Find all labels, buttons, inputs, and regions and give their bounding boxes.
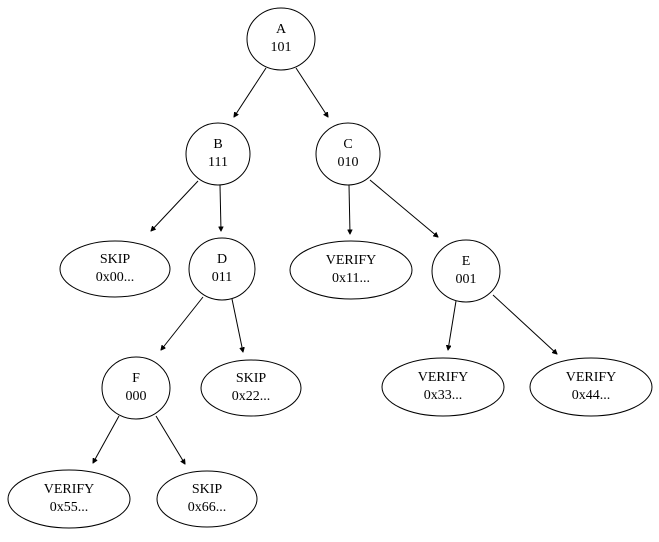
node-label-secondary: 0x66...: [188, 500, 227, 515]
node-label-primary: C: [343, 137, 352, 152]
node-shape-ellipse: [289, 240, 413, 300]
node-label-primary: VERIFY: [44, 482, 95, 497]
node-label-secondary: 0x33...: [424, 388, 463, 403]
node-label-primary: SKIP: [192, 482, 223, 497]
node-label-primary: E: [462, 254, 471, 269]
node-c[interactable]: C 010: [315, 122, 381, 186]
node-shape-ellipse: [156, 470, 258, 528]
edge-e-to-verify44: [492, 294, 557, 354]
node-shape-ellipse: [7, 469, 131, 529]
node-label-secondary: 0x00...: [96, 270, 135, 285]
node-a[interactable]: A 101: [246, 7, 316, 71]
node-shape-ellipse: [59, 240, 171, 298]
node-label-primary: A: [276, 22, 287, 37]
node-label-primary: SKIP: [236, 371, 267, 386]
edge-d-to-skip22: [231, 298, 243, 352]
node-label-primary: VERIFY: [326, 253, 377, 268]
node-label-primary: SKIP: [100, 252, 131, 267]
node-label-secondary: 000: [126, 389, 147, 404]
node-f[interactable]: F 000: [101, 356, 171, 420]
edge-b-to-skip00: [151, 180, 199, 231]
node-label-primary: VERIFY: [418, 370, 469, 385]
node-b[interactable]: B 111: [185, 122, 251, 186]
node-shape-circle: [315, 122, 381, 186]
node-shape-circle: [101, 356, 171, 420]
node-label-primary: B: [213, 137, 222, 152]
node-label-primary: D: [217, 252, 227, 267]
node-shape-circle: [246, 7, 316, 71]
edge-c-to-verify11: [349, 184, 350, 234]
node-shape-circle: [431, 239, 501, 303]
edge-d-to-f: [161, 296, 204, 350]
node-label-secondary: 0x11...: [332, 271, 370, 286]
edge-f-to-verify55: [93, 415, 120, 463]
edges-layer: [93, 67, 557, 464]
node-label-primary: F: [132, 371, 140, 386]
edge-a-to-b: [234, 67, 267, 117]
node-label-secondary: 0x22...: [232, 389, 271, 404]
node-shape-circle: [188, 237, 256, 301]
node-verify55[interactable]: VERIFY 0x55...: [7, 469, 131, 529]
node-e[interactable]: E 001: [431, 239, 501, 303]
node-label-secondary: 101: [271, 40, 292, 55]
node-label-secondary: 011: [212, 270, 232, 285]
node-label-secondary: 111: [208, 155, 228, 170]
node-shape-ellipse: [200, 359, 302, 417]
node-shape-circle: [185, 122, 251, 186]
node-label-secondary: 0x55...: [50, 500, 89, 515]
node-verify44[interactable]: VERIFY 0x44...: [529, 357, 653, 417]
node-label-primary: VERIFY: [566, 370, 617, 385]
node-skip22[interactable]: SKIP 0x22...: [200, 359, 302, 417]
node-label-secondary: 010: [338, 155, 359, 170]
edge-c-to-e: [369, 179, 438, 237]
edge-a-to-c: [295, 67, 328, 117]
edge-b-to-d: [220, 184, 221, 231]
node-label-secondary: 001: [456, 272, 477, 287]
node-label-secondary: 0x44...: [572, 388, 611, 403]
node-verify33[interactable]: VERIFY 0x33...: [381, 357, 505, 417]
node-shape-ellipse: [381, 357, 505, 417]
edge-f-to-skip66: [155, 415, 185, 464]
node-skip66[interactable]: SKIP 0x66...: [156, 470, 258, 528]
edge-e-to-verify33: [448, 300, 457, 350]
node-verify11[interactable]: VERIFY 0x11...: [289, 240, 413, 300]
node-d[interactable]: D 011: [188, 237, 256, 301]
node-skip00[interactable]: SKIP 0x00...: [59, 240, 171, 298]
node-shape-ellipse: [529, 357, 653, 417]
nodes-layer: A101B111C010SKIP0x00...D011VERIFY0x11...…: [7, 7, 653, 529]
